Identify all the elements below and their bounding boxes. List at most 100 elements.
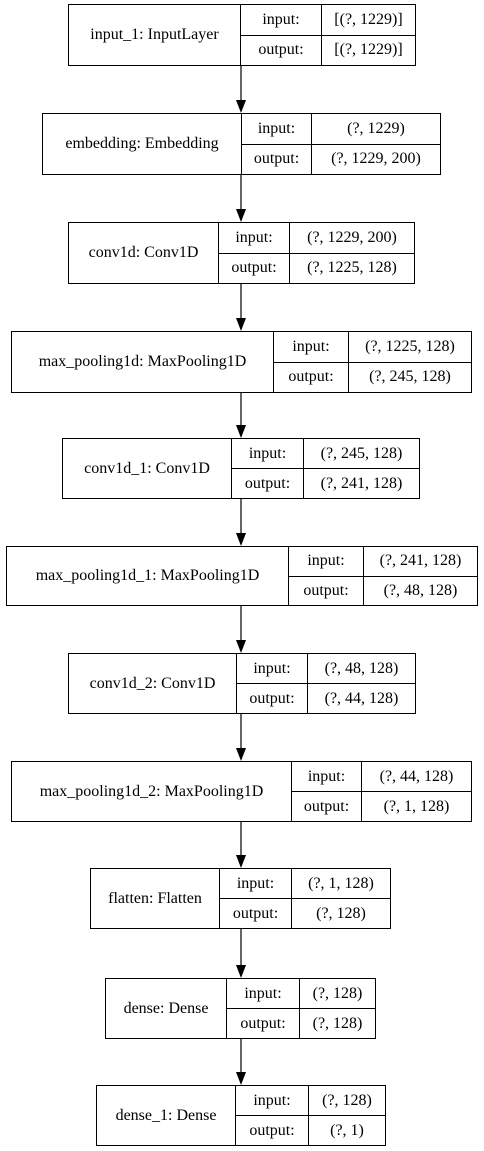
output-shape: (?, 1) [330, 1121, 364, 1139]
output-shape: (?, 1, 128) [383, 797, 450, 815]
input-label: input: [242, 114, 312, 144]
output-label: output: [289, 576, 364, 605]
layer-ports: input:(?, 44, 128)output: (?, 1, 128) [292, 762, 471, 821]
input-row: input:(?, 1, 128) [220, 869, 390, 898]
input-row: input:(?, 44, 128) [292, 762, 471, 791]
layer-ports: input: (?, 128) output: (?, 1) [236, 1086, 385, 1145]
output-row: output: (?, 48, 128) [289, 575, 477, 605]
output-label: output: [220, 899, 292, 928]
layer-ports: input: (?, 128) output: (?, 128) [227, 979, 375, 1038]
layer-name: input_1: InputLayer [69, 5, 241, 65]
arrowhead-icon [236, 209, 246, 222]
input-row: input: (?, 1225, 128) [274, 332, 471, 362]
layer-name: max_pooling1d: MaxPooling1D [12, 332, 274, 392]
input-shape: (?, 1225, 128) [365, 337, 455, 355]
output-row: output: (?, 1, 128) [292, 791, 471, 821]
layer-ports: input: (?, 1225, 128) output:(?, 245, 128) [274, 332, 471, 392]
input-row: input: [(?, 1229)] [241, 5, 415, 35]
input-shape: (?, 128) [312, 984, 363, 1002]
output-row: output: (?, 1) [236, 1115, 385, 1145]
arrowhead-icon [236, 533, 246, 546]
layer-ports: input: (?, 1229) output: (?, 1229, 200) [242, 114, 440, 174]
arrowhead-icon [236, 748, 246, 761]
layer-name: embedding: Embedding [43, 114, 242, 174]
arrowhead-icon [236, 855, 246, 868]
input-shape: (?, 245, 128) [320, 444, 403, 462]
output-label: output: [292, 792, 362, 821]
layer-ports: input:(?, 1, 128)output: (?, 128) [220, 869, 390, 928]
layer-name: conv1d_2: Conv1D [69, 654, 237, 713]
input-shape: (?, 128) [322, 1091, 372, 1109]
input-label: input: [227, 979, 300, 1008]
output-label: output: [237, 684, 308, 713]
output-shape: (?, 1229, 200) [331, 150, 421, 168]
output-shape: (?, 1225, 128) [307, 259, 397, 277]
input-shape: (?, 1, 128) [308, 874, 374, 892]
output-label: output: [219, 253, 290, 283]
input-shape: (?, 1229) [347, 119, 405, 137]
input-shape: (?, 1229, 200) [307, 228, 397, 246]
output-row: output:(?, 245, 128) [274, 361, 471, 392]
output-row: output: (?, 241, 128) [232, 468, 419, 498]
layer-ports: input: [(?, 1229)] output: [(?, 1229)] [241, 5, 415, 65]
input-shape: (?, 48, 128) [324, 659, 399, 677]
output-label: output: [236, 1116, 309, 1145]
input-row: input: (?, 1229) [242, 114, 440, 144]
output-row: output: (?, 1229, 200) [242, 143, 440, 174]
input-shape: (?, 44, 128) [379, 767, 454, 785]
layer-ports: input: (?, 241, 128) output: (?, 48, 128) [289, 547, 477, 605]
input-label: input: [241, 5, 322, 35]
input-shape: [(?, 1229)] [334, 10, 403, 28]
output-label: output: [227, 1009, 300, 1038]
layer-ports: input: (?, 1229, 200) output: (?, 1225, 128… [219, 223, 414, 283]
output-shape: (?, 48, 128) [383, 581, 458, 599]
input-label: input: [289, 547, 364, 576]
input-row: input: (?, 128) [227, 979, 375, 1008]
output-row: output: (?, 44, 128) [237, 683, 415, 713]
output-shape: (?, 241, 128) [320, 474, 403, 492]
output-shape: (?, 245, 128) [369, 368, 451, 386]
input-label: input: [274, 332, 349, 362]
output-shape: (?, 128) [312, 1014, 363, 1032]
layer-name: max_pooling1d_1: MaxPooling1D [7, 547, 289, 605]
input-label: input: [237, 654, 308, 683]
output-shape: (?, 44, 128) [324, 689, 399, 707]
input-row: input: (?, 1229, 200) [219, 223, 414, 253]
output-label: output: [242, 144, 312, 174]
arrowhead-icon [236, 100, 246, 113]
layer-name: flatten: Flatten [91, 869, 220, 928]
output-shape: (?, 128) [316, 904, 366, 922]
output-row: output: (?, 128) [220, 898, 390, 928]
input-label: input: [219, 223, 290, 253]
output-label: output: [241, 35, 322, 65]
layer-name: conv1d: Conv1D [69, 223, 219, 283]
layer-name: dense_1: Dense [97, 1086, 236, 1145]
arrowhead-icon [236, 425, 246, 438]
layer-name: conv1d_1: Conv1D [63, 439, 232, 498]
input-shape: (?, 241, 128) [379, 552, 462, 570]
input-row: input: (?, 128) [236, 1086, 385, 1115]
arrowhead-icon [236, 318, 246, 331]
input-label: input: [236, 1086, 309, 1115]
arrowhead-icon [236, 1072, 246, 1085]
arrowhead-icon [236, 965, 246, 978]
input-row: input: (?, 241, 128) [289, 547, 477, 576]
output-row: output: (?, 128) [227, 1008, 375, 1038]
output-label: output: [232, 469, 304, 498]
layer-name: max_pooling1d_2: MaxPooling1D [12, 762, 292, 821]
output-shape: [(?, 1229)] [334, 41, 403, 59]
layer-ports: input:(?, 245, 128)output:(?, 241, 128) [232, 439, 419, 498]
output-row: output: (?, 1225, 128) [219, 252, 414, 283]
